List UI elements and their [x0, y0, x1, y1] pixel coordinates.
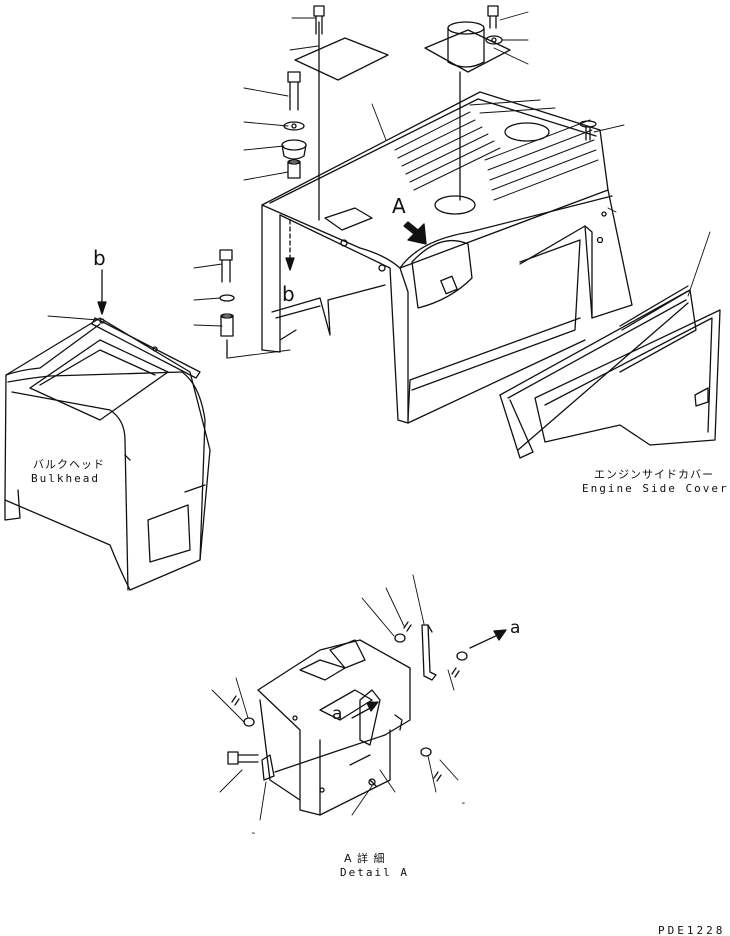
drawing-code: PDE1228	[658, 924, 726, 936]
bulkhead-fasteners	[219, 249, 235, 359]
view-a-marker: A	[392, 194, 406, 218]
engine-hood	[261, 91, 633, 424]
bulkhead-label-jp: バルクヘッド	[33, 458, 105, 471]
ref-a-detail-marker: a	[332, 704, 343, 724]
lock-knob	[579, 120, 597, 141]
engine-side-cover-label-en: Engine Side Cover	[582, 482, 729, 495]
bulkhead	[4, 269, 211, 591]
mount-stack	[281, 71, 307, 179]
ref-b-top-marker: b	[93, 246, 106, 270]
engine-side-cover	[499, 285, 721, 459]
detail-a-label-jp: A 詳 細	[344, 852, 386, 865]
louvre-grille	[394, 99, 599, 201]
inspection-cover	[294, 5, 389, 221]
ref-a-right-marker: a	[510, 618, 521, 638]
bulkhead-label-en: Bulkhead	[31, 472, 100, 485]
muffler-cap	[424, 5, 511, 201]
dash-mark-right: -	[460, 796, 469, 809]
view-arrow	[403, 221, 427, 245]
detail-a-assembly	[227, 621, 507, 816]
engine-side-cover-label-jp: エンジンサイドカバー	[594, 468, 714, 481]
detail-a-label-en: Detail A	[340, 866, 409, 879]
dash-mark-bottom: -	[250, 826, 259, 839]
leader-lines	[47, 11, 711, 821]
ref-b-mid-marker: b	[282, 282, 295, 306]
